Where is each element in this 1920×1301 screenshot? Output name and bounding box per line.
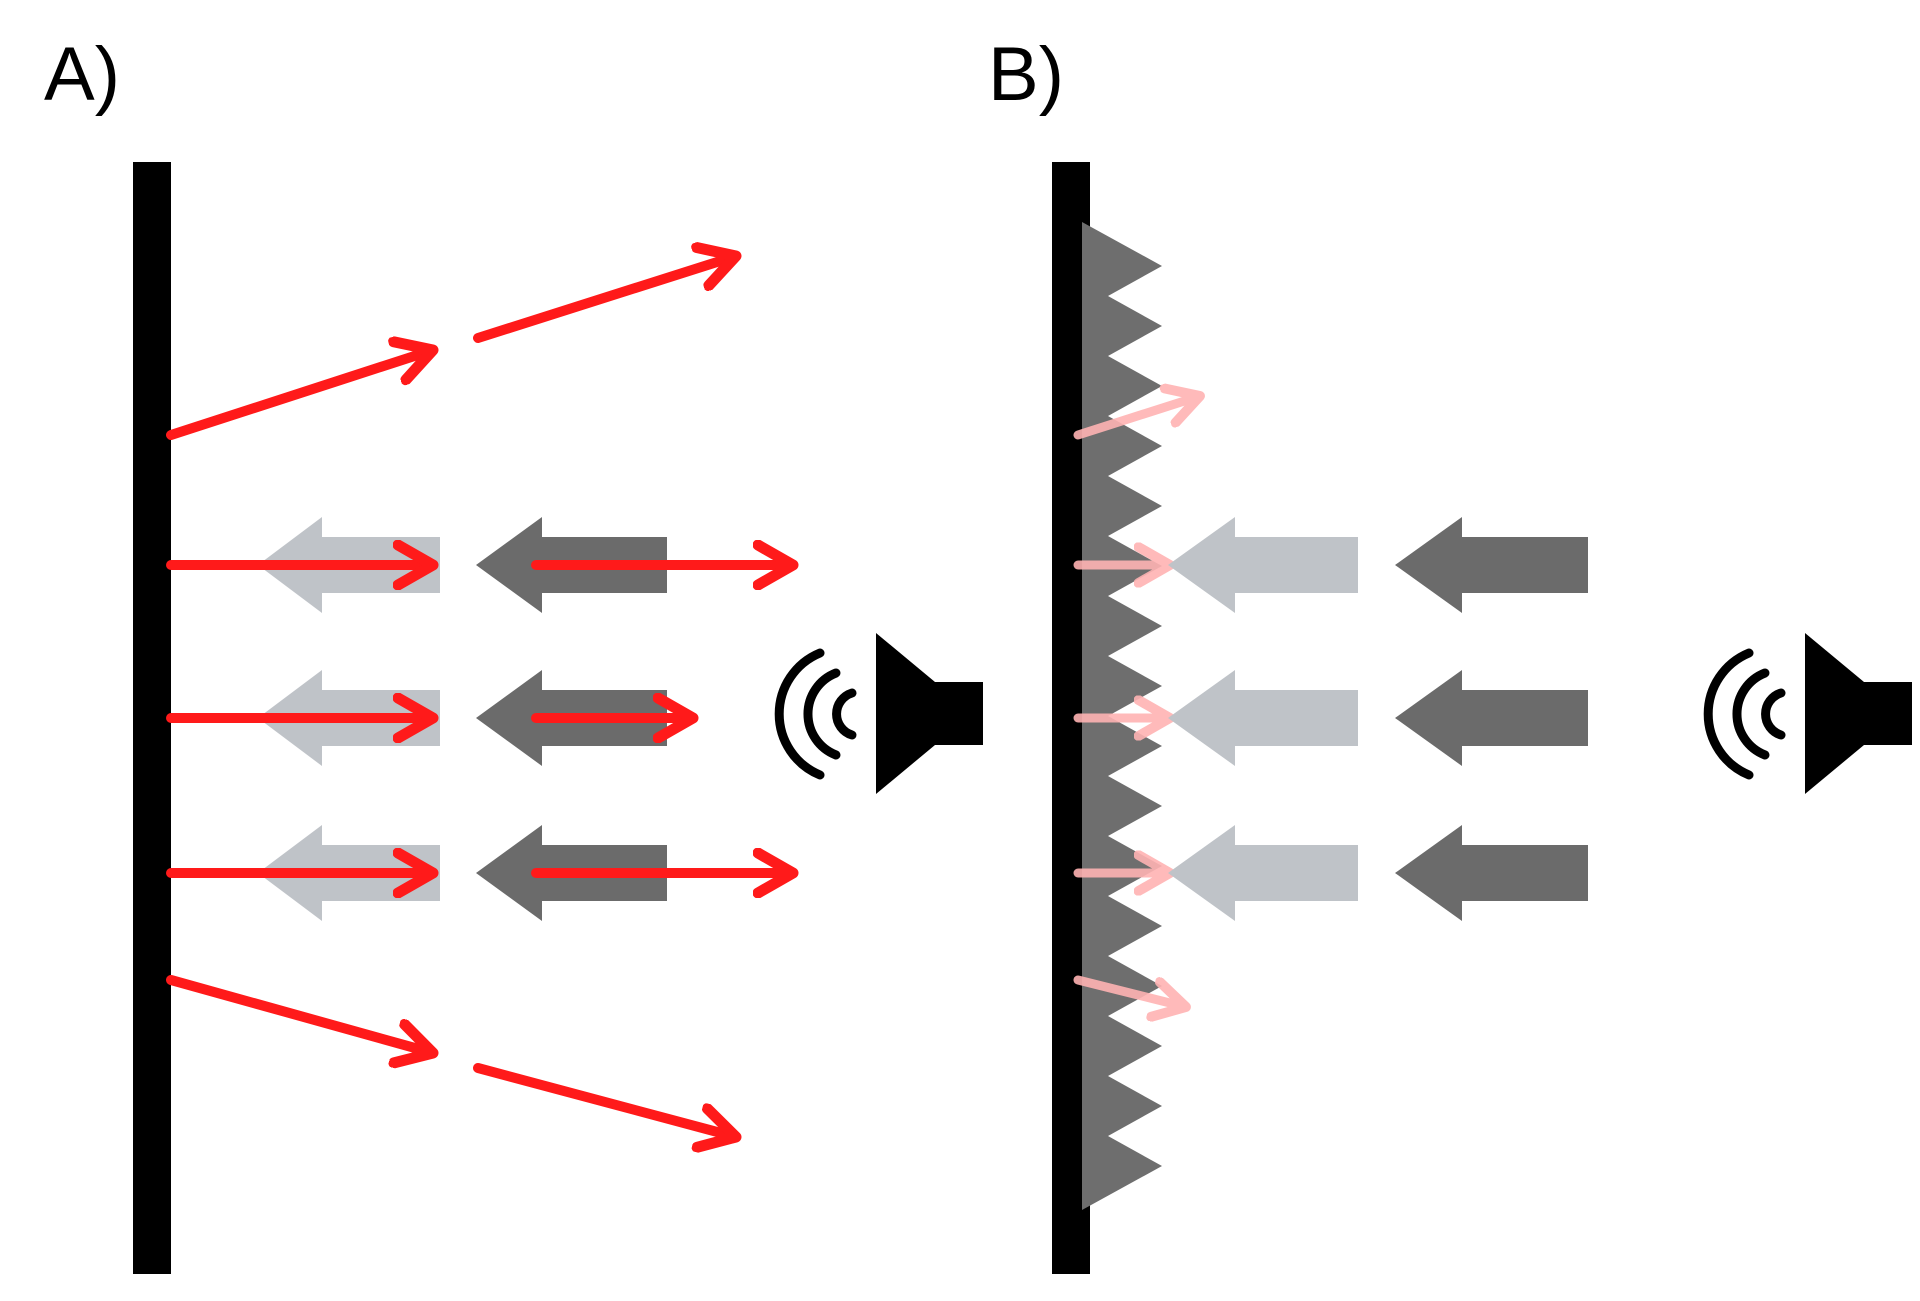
panel-a-label: A)	[44, 32, 120, 117]
incident-arrows-light	[1168, 517, 1358, 921]
incident-arrow	[1168, 670, 1358, 766]
incident-arrow	[1395, 517, 1588, 613]
sound-waves-icon	[774, 648, 857, 780]
panel-b-label: B)	[988, 32, 1064, 117]
reflected-arrow	[473, 1063, 736, 1137]
incident-arrow	[1395, 825, 1588, 921]
panel-b: B)	[988, 32, 1912, 1274]
panel-a: A)	[44, 32, 983, 1274]
speaker-icon	[876, 633, 983, 794]
speaker-icon	[1805, 633, 1912, 794]
faint-reflected-arrow	[1073, 975, 1186, 1007]
reflected-arrow	[166, 350, 433, 440]
incident-arrow	[1168, 517, 1358, 613]
flat-wall	[133, 162, 171, 1274]
incident-arrow	[1395, 670, 1588, 766]
incident-arrow	[1168, 825, 1358, 921]
faint-reflected-arrows	[1073, 396, 1200, 1007]
reflected-arrow	[166, 975, 433, 1053]
sound-waves-icon	[1703, 648, 1786, 780]
absorptive-wedge-panel	[1082, 222, 1162, 1210]
incident-arrows-dark	[1395, 517, 1588, 921]
faint-reflected-arrow	[1073, 396, 1200, 440]
reflected-arrows	[166, 256, 793, 1137]
reflected-arrow	[473, 256, 736, 343]
